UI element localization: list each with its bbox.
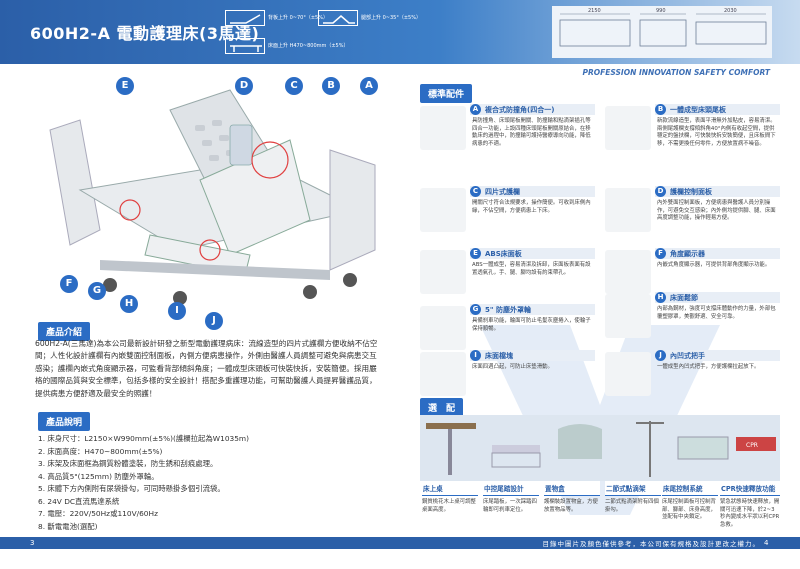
intro-label: 產品介紹 (38, 322, 91, 341)
marker-e: E (116, 77, 134, 95)
control-panel-image (605, 188, 651, 232)
side-rail-image (420, 188, 466, 232)
height-icon (225, 38, 265, 54)
svg-text:CPR: CPR (746, 442, 758, 449)
dimension-drawings: 2150 990 2030 (552, 6, 772, 58)
footer-slogan: 目錄中圖片及顏色僅供參考，本公司保有規格及設計更改之權力。 (542, 540, 760, 548)
marker-h: H (120, 295, 138, 313)
marker-j: J (205, 312, 223, 330)
page-title: 600H2-A 電動護理床(3馬達) (30, 24, 260, 43)
corner-bumper-image (420, 106, 466, 150)
dim-length-2: 2030 (724, 8, 737, 14)
legend-height: 床面上升 H470~800mm（±5%） (268, 43, 349, 49)
option-foot-control: 床尾控制系統 床尾控制面板可控制背部、腳部、床身高度，並配有中央鎖定。 (662, 481, 718, 522)
bed-illustration (49, 89, 376, 305)
abs-board-image (420, 250, 466, 294)
marker-b: B (322, 77, 340, 95)
options-image-band: CPR (420, 415, 780, 481)
spec-item: 8. 斷電電池(選配) (38, 521, 98, 531)
specs-label: 產品說明 (38, 412, 91, 431)
page-number-right: 4 (764, 539, 769, 547)
caster-image (420, 306, 466, 350)
marker-d: D (235, 77, 253, 95)
dim-length: 2150 (588, 8, 601, 14)
spec-item: 4. 高品質5"(125mm) 防塵外罩輪。 (38, 471, 159, 481)
page-footer: 目錄中圖片及顏色僅供參考，本公司保有規格及設計更改之權力。 (0, 537, 800, 549)
dim-width: 990 (656, 8, 666, 14)
marker-f: F (60, 275, 78, 293)
spec-item: 5. 床體下方內側附有尿袋掛勾，可同時懸掛多個引流袋。 (38, 484, 225, 493)
page-number-left: 3 (30, 539, 35, 547)
tagline: PROFESSION INNOVATION SAFETY COMFORT (582, 68, 771, 77)
spec-item: 6. 24V DC直流馬達系統 (38, 496, 120, 506)
spec-item: 2. 床面高度：H470~800mm(±5%) (38, 446, 163, 456)
handle-image (605, 352, 651, 396)
spec-list: 1. 床身尺寸：L2150×W990mm(±5%)(護欄拉起為W1035m) 2… (38, 433, 249, 533)
marker-a: A (360, 77, 378, 95)
spec-item: 1. 床身尺寸：L2150×W990mm(±5%)(護欄拉起為W1035m) (38, 434, 250, 443)
headboard-image (605, 106, 651, 150)
back-up-icon (225, 10, 265, 26)
option-bed-table: 床上桌 鋼質桃花木上桌可調整桌面高度。 (422, 481, 478, 514)
standard-label: 標準配件 (420, 84, 473, 103)
option-iv-pole: 二節式點滴架 二節式點滴架附有四個掛勾。 (605, 481, 661, 514)
spec-item: 3. 床架及床面框為鋼質粉體塗裝，防生銹和刮痕處理。 (38, 459, 218, 468)
option-central-brake: 中控尾踏設計 床尾踏板，一次踩踏四輪即可刹車定位。 (483, 481, 539, 514)
spec-item: 7. 電壓：220V/50Hz或110V/60Hz (38, 509, 158, 518)
legend-knee-up: 腿部上升 0~35°（±5%） (361, 15, 421, 21)
joint-image (605, 294, 651, 338)
marker-i: I (168, 302, 186, 320)
options-label: 選 配 (420, 398, 464, 417)
option-storage-box: 置物盒 護欄裝設置物盒，方便放置物品等。 (544, 481, 600, 514)
legend-back-up: 背板上升 0~70°（±5%） (268, 15, 328, 21)
option-cpr-release: CPR快速釋放功能 緊急狀態時快速釋放，開關可迅速下降，於2~3 秒內變成水平狀… (720, 481, 780, 529)
stopper-image (420, 352, 466, 396)
intro-text: 600H2-A(三馬達)為本公司最新設計研發之新型電動護理病床：流線造型的四片式… (35, 339, 378, 398)
marker-g: G (88, 282, 106, 300)
knee-up-icon (318, 10, 358, 26)
marker-c: C (285, 77, 303, 95)
angle-indicator-image (605, 250, 651, 294)
